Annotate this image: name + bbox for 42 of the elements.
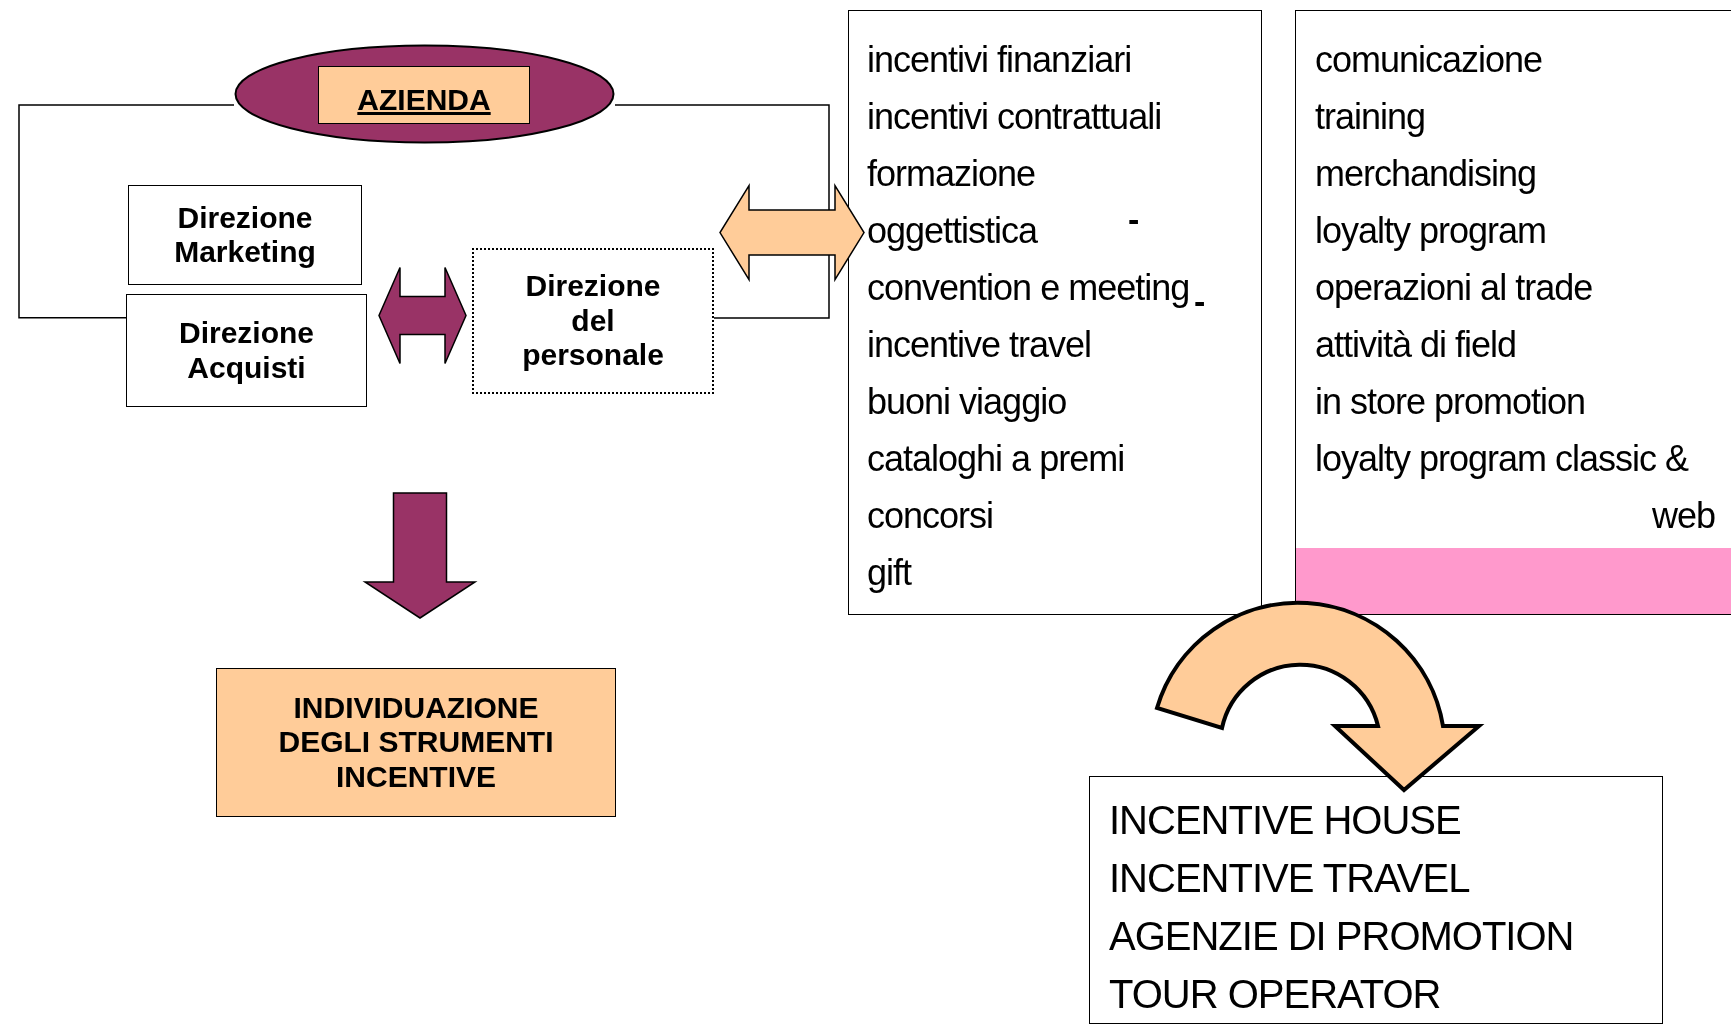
list-item: cataloghi a premi	[867, 437, 1125, 481]
list-box	[1089, 776, 1663, 1024]
dash-mark: -	[1128, 200, 1140, 239]
list-item: buoni viaggio	[867, 380, 1067, 424]
list-item: attività di field	[1315, 323, 1517, 367]
department-box	[126, 294, 367, 407]
company-label: AZIENDA	[318, 66, 530, 124]
list-item: loyalty program classic & web	[1315, 437, 1715, 538]
double-arrow	[378, 266, 467, 365]
department-box	[472, 248, 714, 394]
list-item: incentivi contrattuali	[867, 95, 1162, 139]
list-item: incentivi finanziari	[867, 38, 1132, 82]
department-box	[128, 185, 362, 285]
node-label: Direzione del personale	[521, 269, 665, 373]
double-arrow	[719, 182, 865, 283]
node-label: INDIVIDUAZIONE DEGLI STRUMENTI INCENTIVE	[277, 690, 555, 795]
block-arrow	[362, 492, 478, 619]
list-item: oggettistica	[867, 209, 1038, 253]
list-item: AGENZIE DI PROMOTION	[1109, 913, 1574, 960]
list-item: TOUR OPERATOR	[1109, 971, 1441, 1018]
ellipse-shape	[234, 44, 615, 144]
list-item: in store promotion	[1315, 380, 1586, 424]
list-item: operazioni al trade	[1315, 266, 1593, 310]
list-item: comunicazione	[1315, 38, 1543, 82]
list-item: concorsi	[867, 494, 994, 538]
node-label: Direzione Acquisti	[178, 316, 315, 385]
list-item: gift	[867, 551, 912, 595]
list-item: incentive travel	[867, 323, 1092, 367]
dash-mark: -	[1194, 282, 1206, 321]
list-item: merchandising	[1315, 152, 1537, 196]
list-item: INCENTIVE HOUSE	[1109, 797, 1461, 844]
list-item: convention e meeting	[867, 266, 1190, 310]
list-item: training	[1315, 95, 1426, 139]
connector-line	[18, 104, 235, 319]
list-item: INCENTIVE TRAVEL	[1109, 855, 1470, 902]
list-box	[1295, 10, 1731, 615]
node-label: Direzione Marketing	[173, 200, 317, 270]
connector-line	[614, 104, 830, 319]
list-box	[848, 10, 1262, 615]
list-item: loyalty program	[1315, 209, 1547, 253]
result-box	[216, 668, 616, 817]
list-item: formazione	[867, 152, 1036, 196]
